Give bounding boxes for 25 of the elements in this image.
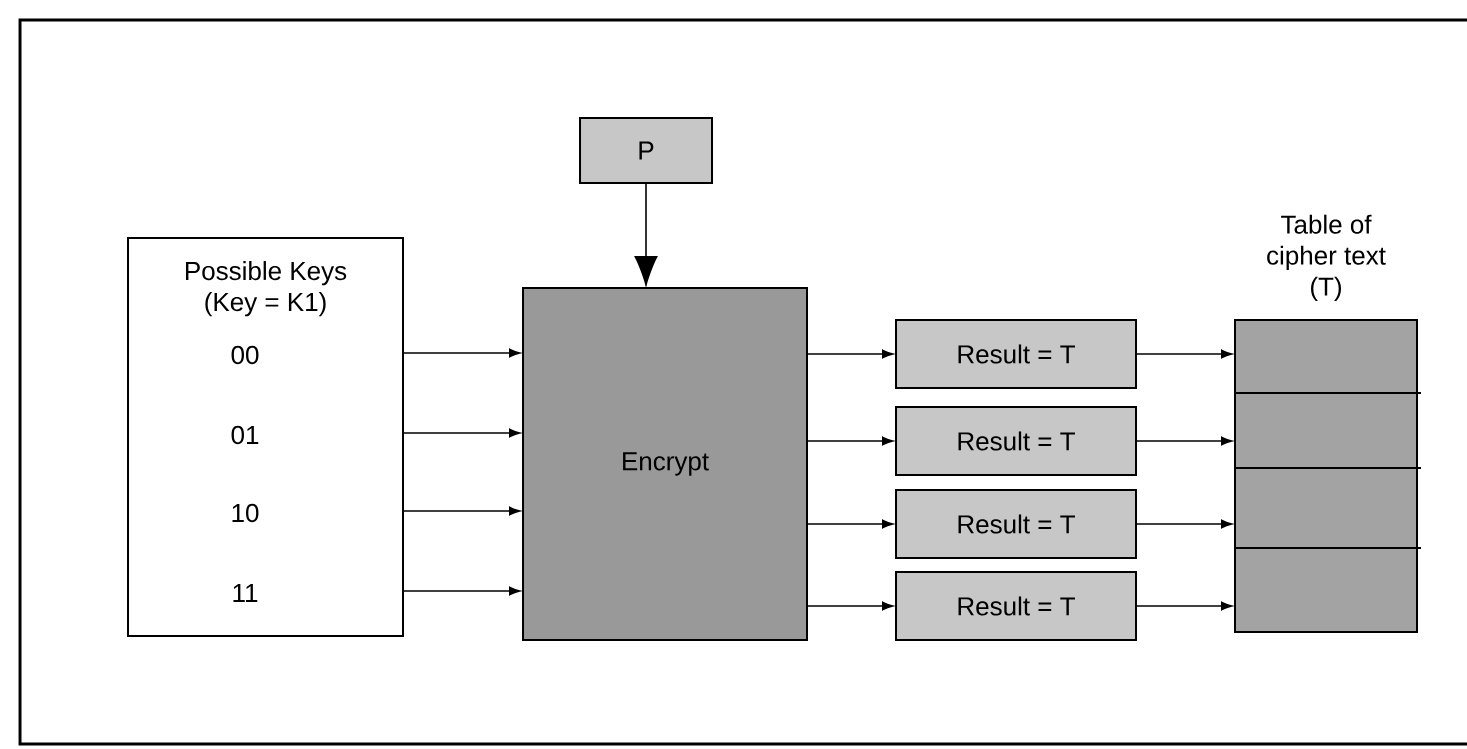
process-box: Encrypt bbox=[522, 287, 808, 641]
process-box: P bbox=[579, 117, 713, 184]
arrow bbox=[1135, 436, 1233, 446]
arrow bbox=[402, 348, 521, 358]
process-box: Result = T bbox=[895, 571, 1137, 641]
arrow bbox=[806, 601, 894, 611]
arrow bbox=[402, 586, 521, 596]
arrow bbox=[1135, 601, 1233, 611]
arrow bbox=[634, 182, 658, 286]
process-box: Result = T bbox=[895, 319, 1137, 389]
arrow bbox=[806, 436, 894, 446]
key-label: 10 bbox=[232, 503, 259, 523]
arrow bbox=[806, 519, 894, 529]
node-label: Table of cipher text (T) bbox=[1267, 214, 1386, 301]
key-label: 11 bbox=[233, 584, 258, 602]
arrow bbox=[402, 428, 521, 438]
arrow bbox=[806, 349, 894, 359]
process-box: Result = T bbox=[895, 489, 1137, 559]
arrow bbox=[1135, 349, 1233, 359]
arrow bbox=[1135, 519, 1233, 529]
process-box: Result = T bbox=[895, 406, 1137, 476]
table-box: Table of cipher text (T) bbox=[1234, 214, 1422, 633]
key-label: 00 bbox=[231, 345, 259, 365]
key-label: 01 bbox=[231, 425, 259, 445]
arrow bbox=[402, 506, 521, 516]
